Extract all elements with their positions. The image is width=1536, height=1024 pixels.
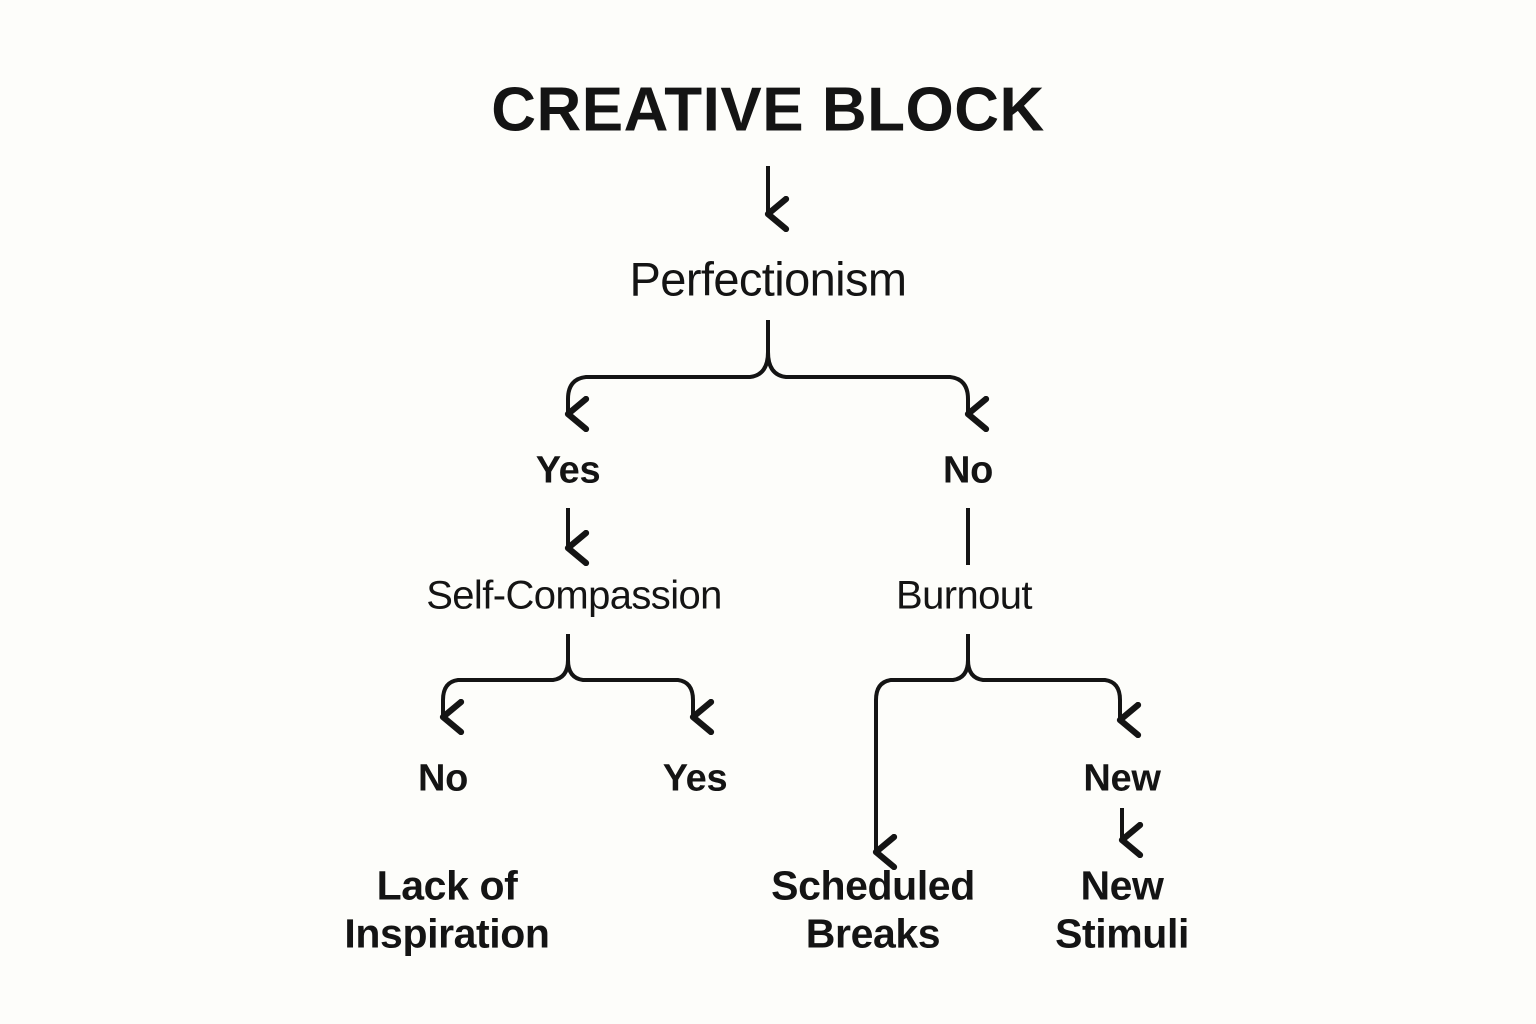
leaf-lack-of-inspiration: Lack of Inspiration xyxy=(344,862,550,957)
connector-sc-split-stem xyxy=(441,634,570,701)
branch-label-new-burnout: New xyxy=(1083,757,1161,800)
connector-burnout-split-right-arm xyxy=(966,659,1122,701)
node-self-compassion: Self-Compassion xyxy=(426,573,722,618)
node-burnout: Burnout xyxy=(896,573,1033,618)
connector-sc-split-right-arm xyxy=(566,659,695,701)
branch-label-yes-self-compassion: Yes xyxy=(662,757,728,800)
branch-label-no-self-compassion: No xyxy=(417,757,469,800)
leaf-new-stimuli: New Stimuli xyxy=(1055,862,1189,957)
page-title: CREATIVE BLOCK xyxy=(491,75,1045,145)
branch-label-yes-perfectionism: Yes xyxy=(535,449,601,492)
node-perfectionism: Perfectionism xyxy=(629,252,908,306)
leaf-scheduled-breaks: Scheduled Breaks xyxy=(771,862,975,957)
connector-cause-split-right-arm xyxy=(766,351,970,400)
connector-cause-split-stem xyxy=(566,320,770,400)
connector-burnout-split-stem xyxy=(874,634,970,838)
branch-label-no-perfectionism: No xyxy=(942,449,994,492)
